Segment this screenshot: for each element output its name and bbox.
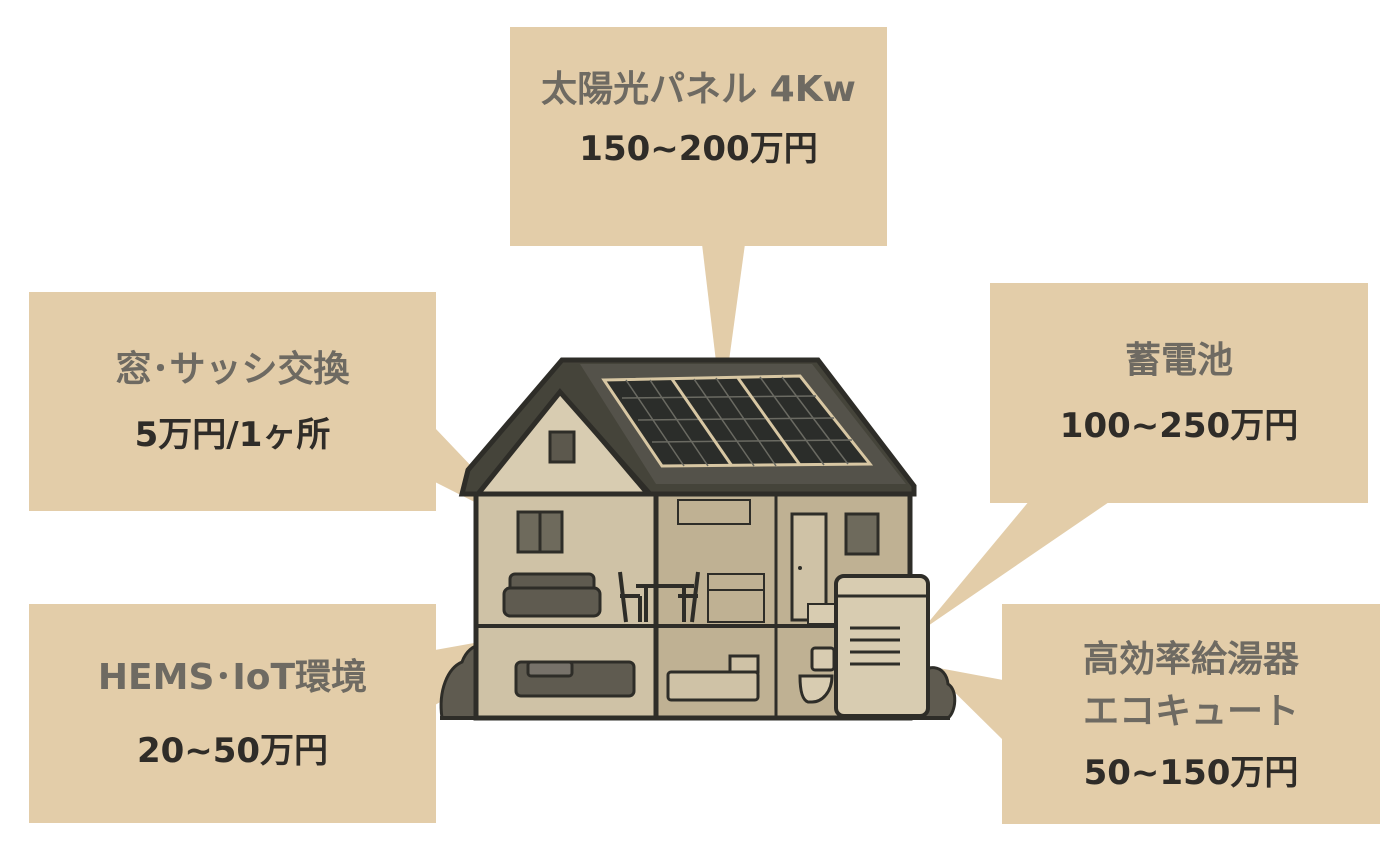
callout-water-heater: 高効率給湯器 エコキュート 50~150万円 — [1002, 604, 1380, 824]
tail-solar — [702, 244, 745, 412]
callout-battery-price: 100~250万円 — [1059, 406, 1299, 447]
callout-solar-name: 太陽光パネル 4Kw — [541, 68, 856, 110]
callout-hems-price: 20~50万円 — [136, 730, 329, 771]
attic-window — [548, 430, 576, 464]
bed-icon — [514, 654, 760, 702]
tail-battery — [922, 500, 1112, 630]
sofa-icon — [502, 572, 602, 618]
callout-water-name-line1: 高効率給湯器 — [1082, 638, 1299, 680]
house-illustration — [439, 357, 957, 721]
callout-water-price: 50~150万円 — [1083, 752, 1299, 793]
solar-panel-icon — [601, 374, 874, 468]
callout-window-name: 窓･サッシ交換 — [115, 348, 350, 390]
callout-hems-name: HEMS･IoT環境 — [97, 656, 368, 698]
callout-solar-panel: 太陽光パネル 4Kw 150~200万円 — [510, 27, 887, 246]
toilet-icon — [798, 646, 836, 704]
callout-window-sash: 窓･サッシ交換 5万円/1ヶ所 — [29, 292, 436, 511]
water-heater-unit-icon — [834, 574, 930, 718]
callout-water-name-line2: エコキュート — [1082, 690, 1299, 732]
callout-battery-name: 蓄電池 — [1124, 340, 1233, 382]
callout-solar-price: 150~200万円 — [579, 128, 818, 169]
callout-hems-iot: HEMS･IoT環境 20~50万円 — [29, 604, 436, 823]
callout-window-price: 5万円/1ヶ所 — [134, 414, 331, 455]
callout-battery: 蓄電池 100~250万円 — [990, 283, 1368, 503]
dining-table-icon — [618, 571, 700, 623]
